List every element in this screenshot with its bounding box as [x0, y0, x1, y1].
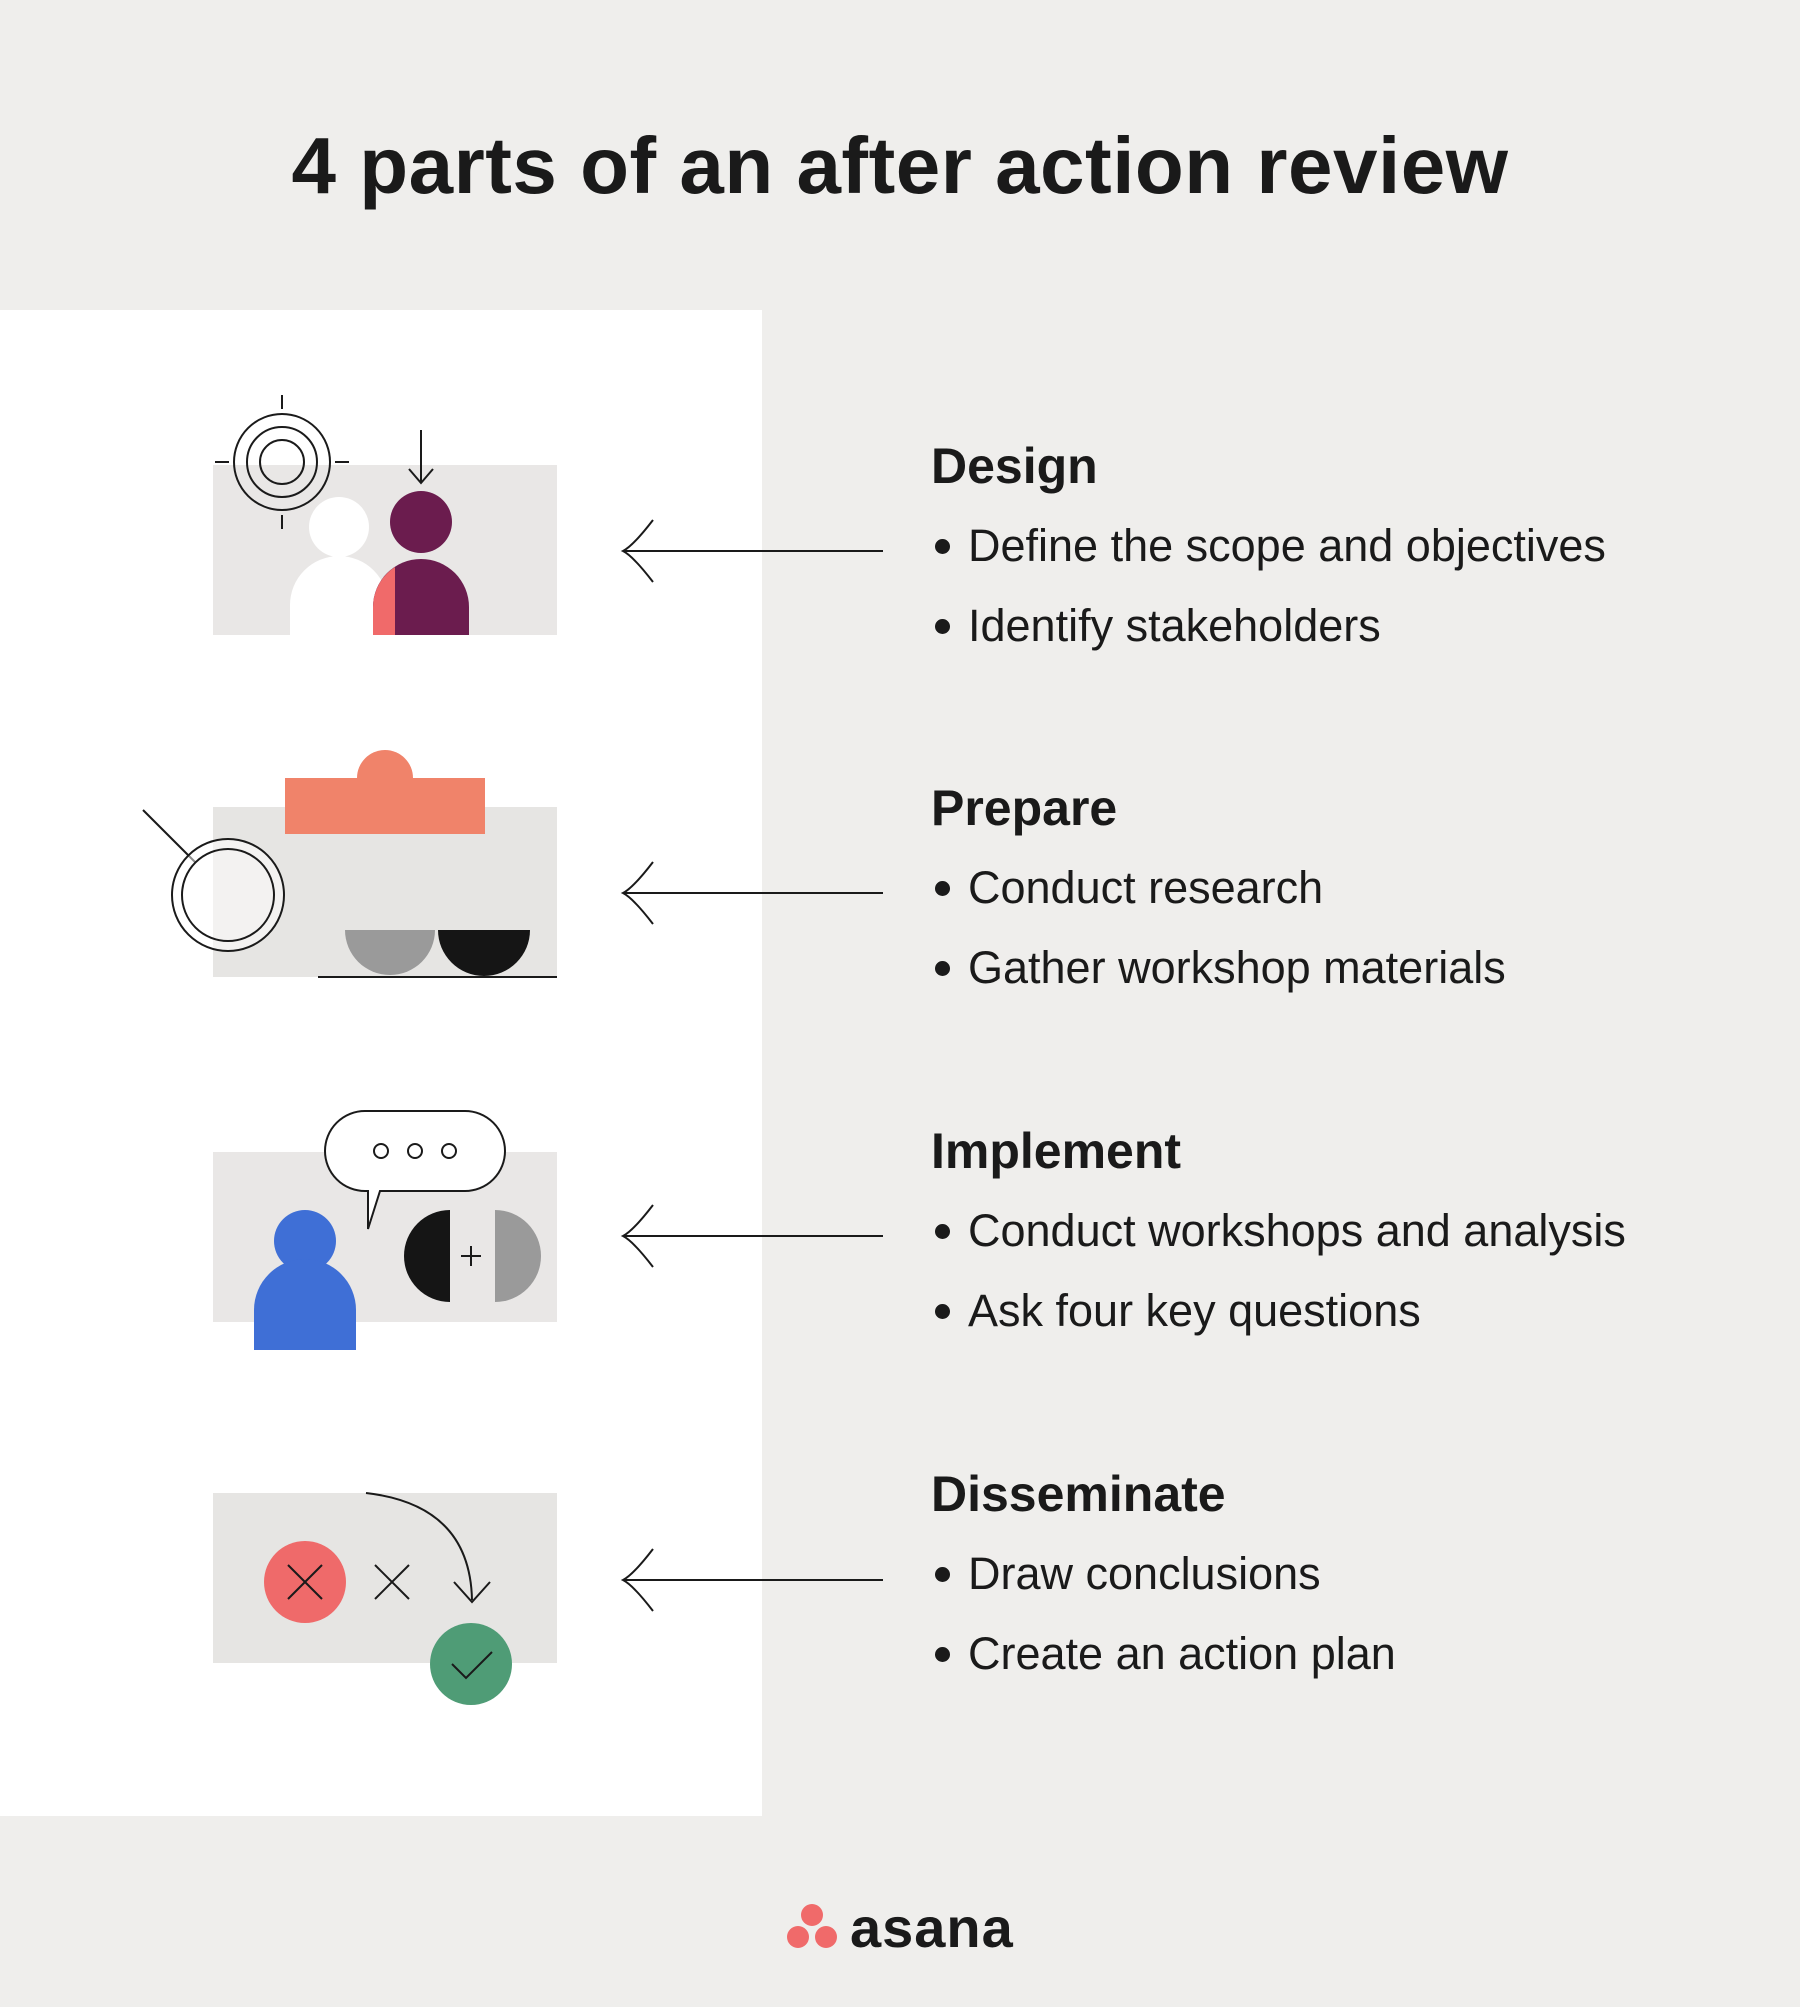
- bullet-dot-icon: [935, 1646, 950, 1662]
- bullet-item: Identify stakeholders: [931, 598, 1771, 654]
- bullet-dot-icon: [935, 1566, 950, 1582]
- bullet-text: Conduct research: [968, 862, 1324, 913]
- target-person-icon: [213, 395, 557, 635]
- bullet-text: Create an action plan: [968, 1628, 1396, 1679]
- bullet-text: Gather workshop materials: [968, 942, 1506, 993]
- bullet-item: Gather workshop materials: [931, 940, 1771, 996]
- bullet-item: Conduct workshops and analysis: [931, 1203, 1771, 1259]
- bullet-dot-icon: [935, 1223, 950, 1239]
- section-prepare: Prepare Conduct research Gather workshop…: [931, 778, 1771, 1020]
- section-design: Design Define the scope and objectives I…: [931, 436, 1771, 678]
- bullet-item: Draw conclusions: [931, 1546, 1771, 1602]
- brand-logo: asana: [786, 1892, 1014, 1962]
- bullet-dot-icon: [935, 538, 950, 554]
- bullet-dot-icon: [935, 880, 950, 896]
- bullet-dot-icon: [935, 960, 950, 976]
- brand-name: asana: [850, 1895, 1014, 1959]
- section-implement: Implement Conduct workshops and analysis…: [931, 1121, 1771, 1363]
- section-heading: Implement: [931, 1123, 1182, 1179]
- bullet-text: Draw conclusions: [968, 1548, 1321, 1599]
- bullet-text: Define the scope and objectives: [968, 520, 1606, 571]
- section-heading: Design: [931, 438, 1098, 494]
- bullet-item: Ask four key questions: [931, 1283, 1771, 1339]
- arrow-left-icon: [620, 861, 883, 925]
- cross-check-icon: [213, 1492, 557, 1705]
- bullet-text: Conduct workshops and analysis: [968, 1205, 1626, 1256]
- bullet-text: Ask four key questions: [968, 1285, 1421, 1336]
- bullet-item: Define the scope and objectives: [931, 518, 1771, 574]
- section-heading: Disseminate: [931, 1466, 1226, 1522]
- bullet-dot-icon: [935, 1303, 950, 1319]
- page-title: 4 parts of an after action review: [291, 121, 1509, 210]
- arrow-left-icon: [620, 1204, 883, 1268]
- magnifier-bowls-icon: [142, 750, 557, 978]
- bullet-text: Identify stakeholders: [968, 600, 1381, 651]
- bullet-dot-icon: [935, 618, 950, 634]
- section-heading: Prepare: [931, 780, 1118, 836]
- arrow-left-icon: [620, 1548, 883, 1612]
- bullet-item: Create an action plan: [931, 1626, 1771, 1682]
- arrow-left-icon: [620, 519, 883, 583]
- section-disseminate: Disseminate Draw conclusions Create an a…: [931, 1464, 1771, 1706]
- bullet-item: Conduct research: [931, 860, 1771, 916]
- chat-person-icon: [213, 1110, 557, 1350]
- asana-logo-icon: [787, 1904, 837, 1948]
